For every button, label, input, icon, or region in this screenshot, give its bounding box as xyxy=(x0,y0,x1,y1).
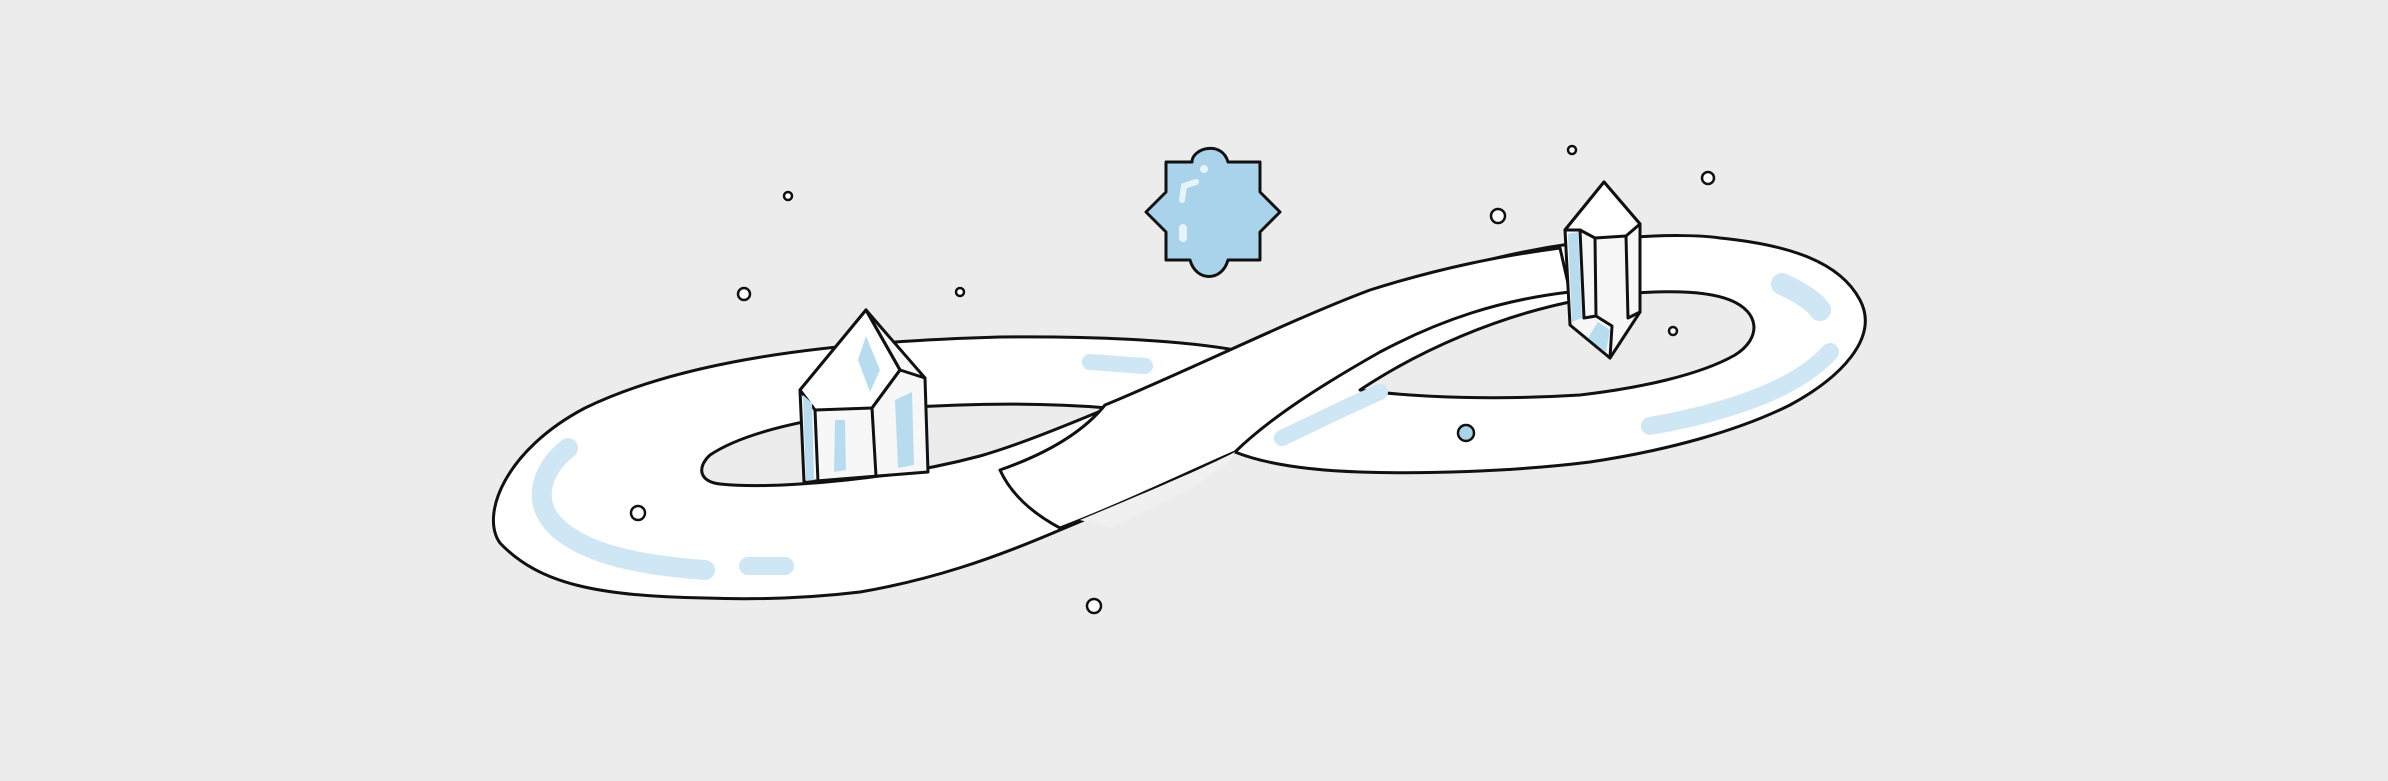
floating-dot xyxy=(629,504,647,522)
blue-gem-glint-dot xyxy=(1200,165,1208,173)
floating-dot xyxy=(1085,597,1103,615)
floating-dot xyxy=(1667,325,1679,337)
floating-dot xyxy=(736,286,752,302)
left-crystal xyxy=(798,308,930,484)
right-crystal-tint xyxy=(1568,232,1582,322)
floating-dot xyxy=(1566,144,1578,156)
left-crystal-edges xyxy=(813,308,927,484)
infinity-ribbon xyxy=(491,234,1867,601)
left-crystal-tint-3 xyxy=(895,392,914,468)
floating-dot xyxy=(954,286,966,298)
right-crystal-tint-2 xyxy=(1588,322,1610,352)
ribbon-inner-hole-right xyxy=(1358,290,1756,400)
ribbon-shadow xyxy=(1080,452,1235,528)
floating-dot xyxy=(1489,207,1507,225)
right-crystal-cap xyxy=(1563,180,1642,240)
floating-dot xyxy=(782,190,794,202)
blue-gem-shape xyxy=(1144,146,1282,278)
blue-gem xyxy=(1144,146,1282,278)
blue-gem-glint xyxy=(1179,179,1199,203)
left-crystal-tint-4 xyxy=(803,395,814,481)
ribbon-highlights xyxy=(531,273,1839,580)
floating-dot xyxy=(1700,170,1716,186)
left-crystal-tint-2 xyxy=(834,420,846,472)
ribbon-crossing-strand xyxy=(998,246,1572,530)
right-crystal xyxy=(1563,180,1642,360)
left-crystal-tint xyxy=(858,336,880,392)
right-crystal-edges xyxy=(1578,228,1642,360)
floating-dot xyxy=(1456,423,1476,443)
floating-dots xyxy=(629,144,1716,615)
